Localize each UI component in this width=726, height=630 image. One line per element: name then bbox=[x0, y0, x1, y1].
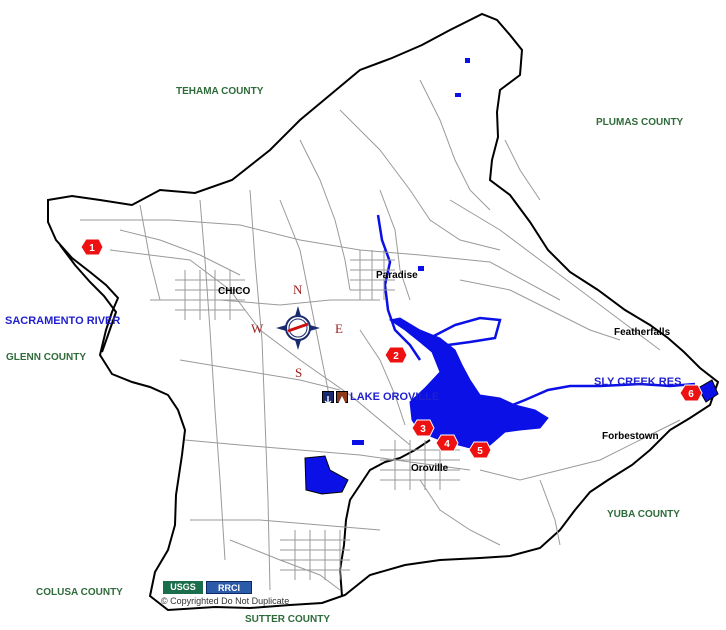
marker-1: 1 bbox=[80, 238, 104, 256]
marker-5: 5 bbox=[468, 441, 492, 459]
sacramento-river-label: SACRAMENTO RIVER bbox=[5, 315, 121, 327]
paradise-label: Paradise bbox=[376, 270, 418, 281]
marker-shape bbox=[80, 238, 104, 256]
pond bbox=[352, 440, 364, 445]
marker-4: 4 bbox=[435, 434, 459, 452]
forbestown-label: Forbestown bbox=[602, 431, 659, 442]
marker-2: 2 bbox=[384, 346, 408, 364]
feather-river-south-fork bbox=[499, 382, 696, 412]
compass-east-label: E bbox=[335, 321, 343, 336]
compass-north-label: N bbox=[293, 282, 303, 297]
sly-creek-res-label: SLY CREEK RES bbox=[594, 376, 682, 388]
marker-number: 6 bbox=[688, 389, 694, 400]
tehama-county-label: TEHAMA COUNTY bbox=[176, 86, 264, 97]
compass-rose-icon bbox=[276, 306, 320, 350]
pond bbox=[465, 58, 470, 63]
sutter-county-label: SUTTER COUNTY bbox=[245, 614, 330, 625]
usgs-logo: USGS bbox=[163, 581, 203, 594]
rrci-logo: RRCI bbox=[206, 581, 252, 594]
marker-shape bbox=[411, 419, 435, 437]
marker-number: 3 bbox=[420, 424, 426, 435]
glenn-county-label: GLENN COUNTY bbox=[6, 352, 86, 363]
sacramento-river-line bbox=[59, 244, 118, 353]
marker-shape bbox=[384, 346, 408, 364]
sly-creek-reservoir bbox=[697, 379, 719, 403]
thermalito-afterbay bbox=[304, 455, 349, 495]
pond bbox=[418, 266, 424, 271]
plumas-county-label: PLUMAS COUNTY bbox=[596, 117, 684, 128]
campground-icon bbox=[336, 391, 348, 404]
marker-number: 1 bbox=[89, 243, 95, 254]
feather-river-north-fork bbox=[376, 214, 422, 361]
featherfalls-label: Featherfalls bbox=[614, 327, 671, 338]
copyright-notice: © Copyrighted Do Not Duplicate bbox=[161, 596, 290, 606]
road-network bbox=[80, 79, 681, 591]
marker-shape bbox=[679, 384, 703, 402]
oroville-label: Oroville bbox=[411, 463, 449, 474]
marker-shape bbox=[468, 441, 492, 459]
compass-west-label: W bbox=[251, 321, 264, 336]
yuba-county-label: YUBA COUNTY bbox=[607, 509, 680, 520]
marker-number: 4 bbox=[444, 439, 450, 450]
lake-oroville-label: LAKE OROVILLE bbox=[350, 391, 440, 403]
feather-river-middle-fork bbox=[429, 316, 502, 347]
marker-shape bbox=[435, 434, 459, 452]
chico-label: CHICO bbox=[218, 286, 251, 297]
marina-icon bbox=[322, 391, 334, 404]
county-boundary bbox=[47, 12, 720, 612]
town-grids bbox=[175, 250, 460, 580]
pond bbox=[455, 93, 461, 97]
colusa-county-label: COLUSA COUNTY bbox=[36, 587, 123, 598]
lake-oroville bbox=[388, 317, 549, 449]
marker-number: 5 bbox=[477, 446, 483, 457]
marker-3: 3 bbox=[411, 419, 435, 437]
compass-south-label: S bbox=[295, 365, 303, 380]
site-markers: 1 2 3 4 5 6 bbox=[80, 238, 703, 459]
feather-river-main bbox=[338, 439, 431, 597]
marker-number: 2 bbox=[393, 351, 399, 362]
marker-6: 6 bbox=[679, 384, 703, 402]
